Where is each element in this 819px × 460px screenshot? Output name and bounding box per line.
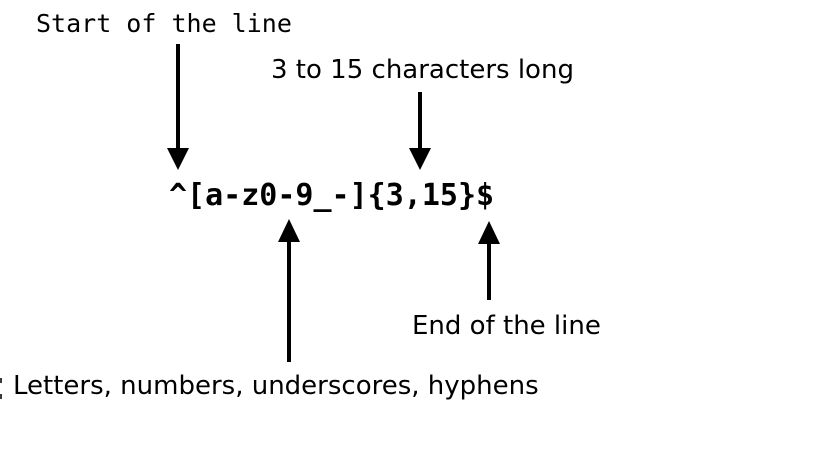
start-anchor-label: Start of the line (36, 9, 292, 38)
arrow-head-down-icon (409, 148, 431, 170)
character-class-label: Letters, numbers, underscores, hyphens (13, 371, 539, 401)
arrow-head-down-icon (167, 148, 189, 170)
stray-mark (0, 378, 2, 383)
arrow-shaft (176, 44, 180, 152)
arrow-shaft (487, 242, 491, 300)
arrow-head-up-icon (278, 219, 300, 242)
arrow-shaft (418, 92, 422, 152)
end-anchor-label: End of the line (412, 311, 601, 341)
quantifier-label: 3 to 15 characters long (271, 55, 574, 85)
arrow-head-up-icon (478, 221, 500, 244)
stray-mark (0, 394, 2, 399)
arrow-shaft (287, 240, 291, 362)
regex-pattern: ^[a-z0-9_-]{3,15}$ (169, 178, 495, 213)
